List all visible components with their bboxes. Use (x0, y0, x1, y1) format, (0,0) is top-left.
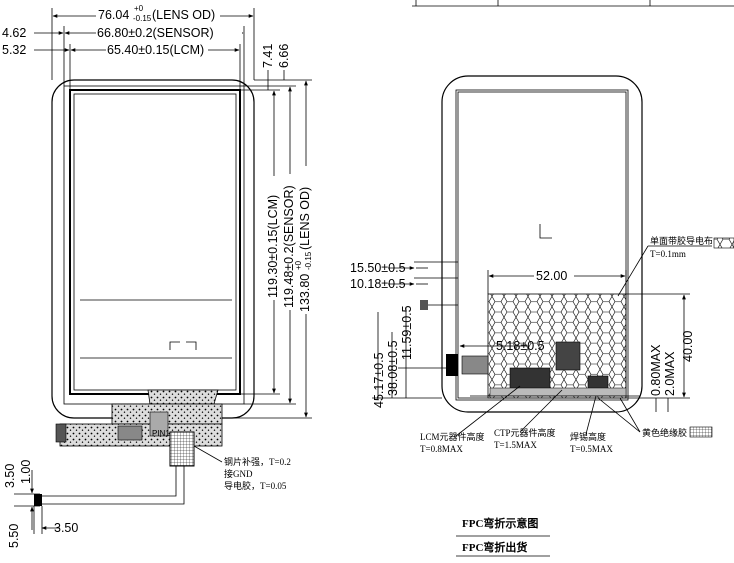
lens-od-height-tol-lower: -0.15 (304, 251, 313, 270)
left-notes: 钢片补强，T=0.2 接GND 导电胶，T=0.05 (193, 445, 291, 491)
note-ctp-comp-t: T=1.5MAX (494, 440, 537, 450)
left-bottom-dimensions: 3.50 1.00 5.50 3.50 (3, 460, 78, 548)
bottom-v3: 5.50 (7, 524, 21, 548)
left-front-view: PIN1 (34, 79, 255, 506)
right-notes: 单面带胶导电布 T=0.1mm LCM元器件高度 T=0.8MAX CTP元器件… (420, 235, 734, 454)
lens-od-tol-upper: +0 (134, 4, 144, 13)
captions: FPC弯折示意图 FPC弯折出货 (456, 516, 550, 557)
sensor-outline (63, 85, 245, 405)
bottom-h1: 3.50 (54, 521, 78, 535)
lens-od-label: (LENS OD) (152, 8, 215, 22)
left-right-dimensions: 7.41 6.66 119.30±0.15(LCM) 119.48±0.2(SE… (222, 44, 313, 419)
dim-0-80max: 0.80MAX (649, 344, 663, 396)
right-dimensions: 15.50±0.5 10.18±0.5 45.17±0.5 38.08±0.5 … (350, 261, 695, 412)
back-lens-outline (441, 75, 643, 413)
lcm-width: 65.40±0.15(LCM) (107, 43, 204, 57)
lcm-height: 119.30±0.15(LCM) (266, 195, 280, 298)
caption-fpc-bend: FPC弯折示意图 (462, 516, 538, 530)
sensor-height: 119.48±0.2(SENSOR) (282, 185, 296, 308)
note-steel: 钢片补强，T=0.2 (224, 456, 291, 467)
dim-52-00: 52.00 (536, 269, 567, 283)
lens-od-width: 76.04 (98, 8, 129, 22)
note-solder: 焊锡高度 (570, 431, 606, 442)
pin1-label: PIN1 (152, 429, 170, 438)
note-tape-label: 单面带胶导电布 (650, 235, 713, 246)
right-d2: 6.66 (277, 44, 291, 68)
bottom-v2: 1.00 (19, 460, 33, 484)
lens-outline (51, 79, 255, 419)
sensor-width: 66.80±0.2(SENSOR) (97, 26, 214, 40)
note-solder-t: T=0.5MAX (570, 444, 613, 454)
lcm-outline (69, 89, 241, 395)
bottom-v1: 3.50 (3, 464, 17, 488)
caption-fpc-ship: FPC弯折出货 (462, 540, 527, 554)
lens-od-height-label: (LENS OD) (298, 187, 312, 250)
note-lcm-comp-t: T=0.8MAX (420, 444, 463, 454)
dim-5-18: 5.18±0.5 (496, 339, 545, 353)
note-yellow-tape: 黄色绝缘胶 (642, 427, 687, 438)
note-gnd: 接GND (224, 468, 253, 479)
lens-od-height: 133.80 (298, 274, 312, 312)
dim-38-08: 38.08±0.5 (386, 340, 400, 396)
right-back-view (420, 75, 643, 413)
lens-od-tol-lower: -0.15 (133, 14, 152, 23)
note-tape: 导电胶，T=0.05 (224, 480, 287, 491)
note-tape-t: T=0.1mm (650, 249, 686, 259)
title-table-fragment (412, 0, 734, 7)
note-ctp-comp: CTP元器件高度 (494, 427, 556, 438)
right-d1: 7.41 (261, 44, 275, 68)
lens-od-height-tol-upper: +0 (294, 260, 303, 270)
dim-15-50: 15.50±0.5 (350, 261, 406, 275)
left-offset-2: 5.32 (2, 43, 26, 57)
note-lcm-comp: LCM元器件高度 (420, 431, 485, 442)
dim-2-0max: 2.0MAX (663, 351, 677, 396)
dim-40-00: 40.00 (681, 331, 695, 362)
dim-10-18: 10.18±0.5 (350, 277, 406, 291)
left-top-dimensions: 76.04 +0 -0.15 (LENS OD) 66.80±0.2(SENSO… (2, 4, 255, 90)
dim-11-59: 11.59±0.5 (400, 305, 414, 360)
left-offset-1: 4.62 (2, 26, 26, 40)
dim-45-17: 45.17±0.5 (372, 352, 386, 408)
